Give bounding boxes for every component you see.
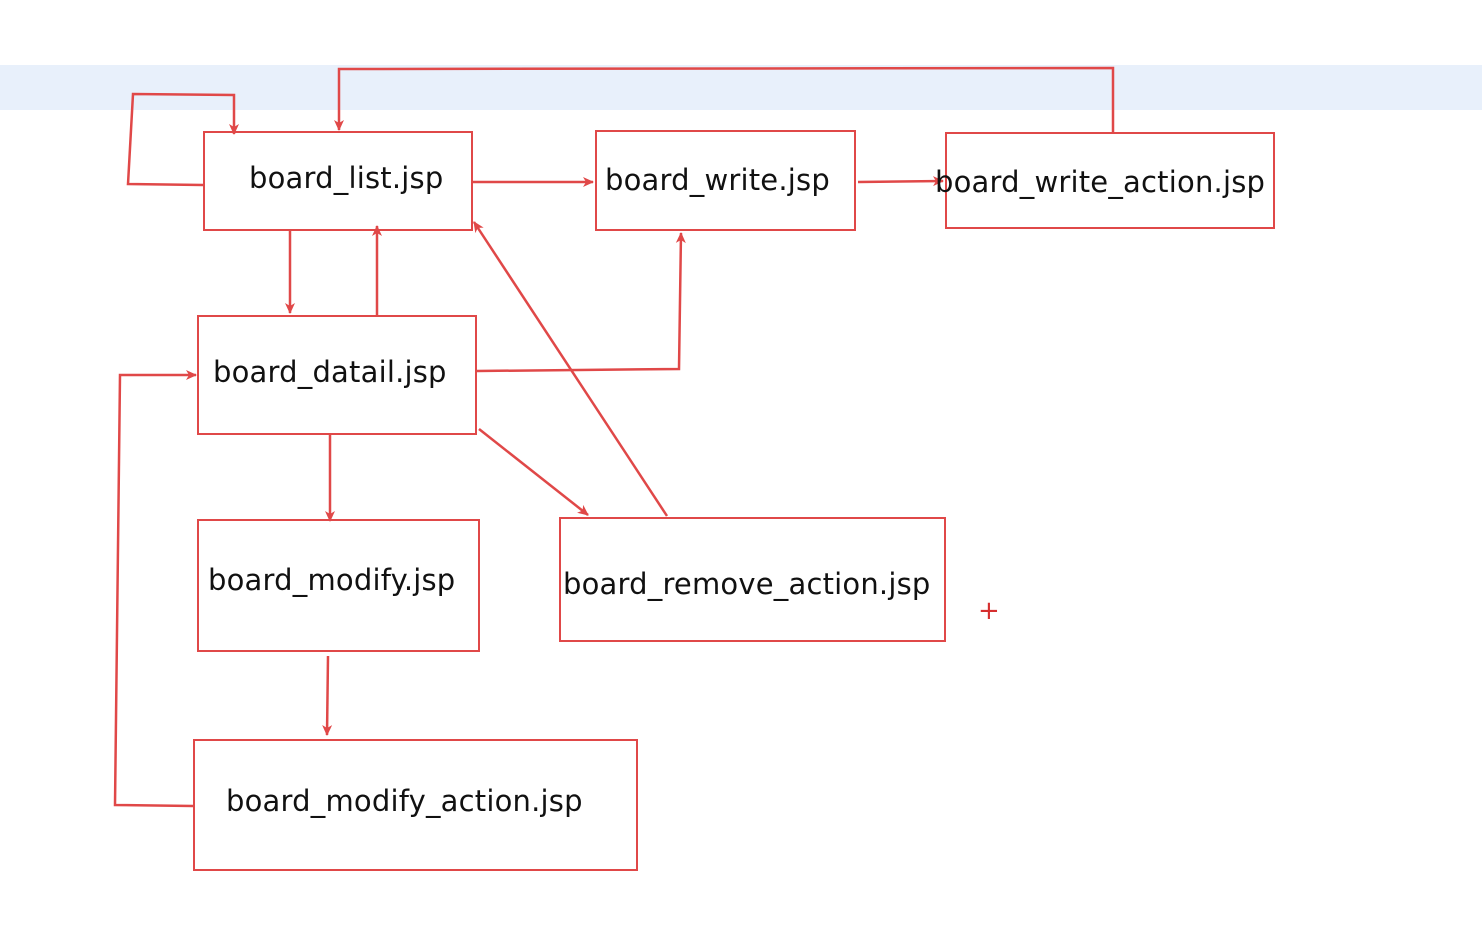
edge-remove-action-to-list bbox=[472, 221, 669, 517]
edge-modify-action-to-detail bbox=[113, 370, 197, 808]
node-board-write[interactable]: board_write.jsp bbox=[595, 130, 856, 231]
node-board-detail[interactable]: board_datail.jsp bbox=[197, 315, 477, 435]
crosshair-cursor-icon: + bbox=[978, 596, 1000, 626]
node-board-write-action[interactable]: board_write_action.jsp bbox=[935, 132, 1275, 229]
node-label: board_modify_action.jsp bbox=[226, 784, 583, 818]
node-board-modify[interactable]: board_modify.jsp bbox=[197, 519, 480, 652]
node-label: board_write.jsp bbox=[605, 163, 830, 197]
node-label: board_modify.jsp bbox=[208, 563, 456, 597]
edge-detail-to-remove-action bbox=[478, 428, 589, 516]
selection-highlight-band bbox=[0, 65, 1482, 110]
node-label: board_datail.jsp bbox=[213, 355, 447, 389]
edge-modify-to-modify-action bbox=[322, 655, 333, 736]
edge-write-to-write-action bbox=[857, 176, 944, 187]
node-label: board_remove_action.jsp bbox=[563, 567, 931, 601]
edge-detail-to-write bbox=[476, 232, 686, 373]
node-label: board_write_action.jsp bbox=[935, 165, 1266, 199]
node-label: board_list.jsp bbox=[249, 161, 444, 195]
node-board-remove-action[interactable]: board_remove_action.jsp bbox=[559, 517, 946, 642]
node-board-modify-action[interactable]: board_modify_action.jsp bbox=[193, 739, 638, 871]
node-board-list[interactable]: board_list.jsp bbox=[203, 131, 473, 231]
